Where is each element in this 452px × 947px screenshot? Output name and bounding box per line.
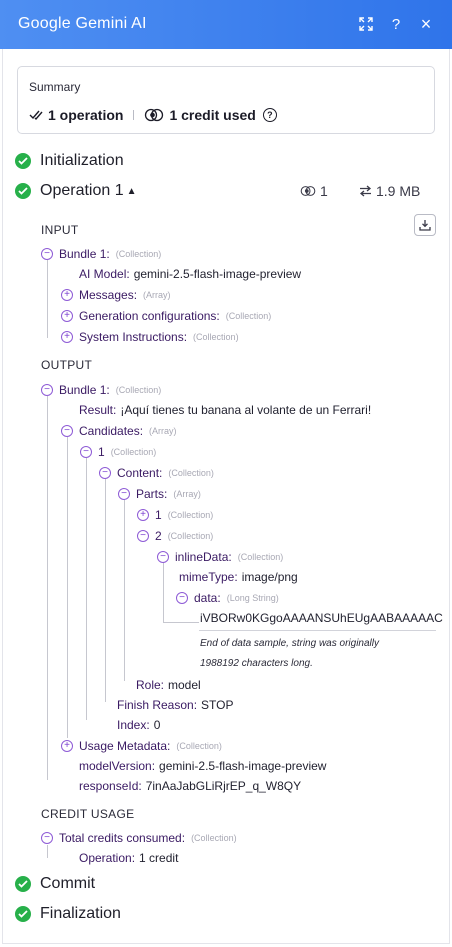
credits-used: 1 credit used bbox=[169, 107, 256, 123]
tree-leaf: Operation:1 credit bbox=[79, 851, 179, 865]
credit-usage-heading: CREDIT USAGE bbox=[41, 807, 135, 821]
stage-operation[interactable]: Operation 1 ▲ bbox=[15, 182, 137, 200]
tree-node[interactable]: − data:(Long String) bbox=[176, 591, 279, 605]
stage-initialization[interactable]: Initialization bbox=[15, 152, 124, 170]
expand-icon[interactable]: + bbox=[137, 509, 149, 521]
tree-node[interactable]: + 1(Collection) bbox=[137, 508, 213, 522]
output-heading: OUTPUT bbox=[41, 358, 93, 372]
summary-card: Summary 1 operation 1 credit used ? bbox=[17, 66, 435, 134]
tree-node[interactable]: − Bundle 1:(Collection) bbox=[41, 383, 161, 397]
collapse-icon[interactable]: − bbox=[137, 530, 149, 542]
tree-node[interactable]: + Usage Metadata:(Collection) bbox=[61, 739, 222, 753]
tree-leaf: Index:0 bbox=[117, 718, 161, 732]
summary-row: 1 operation 1 credit used ? bbox=[29, 107, 277, 123]
stage-label: Commit bbox=[40, 875, 96, 892]
panel-body bbox=[2, 49, 450, 944]
stage-label: Initialization bbox=[40, 152, 124, 169]
close-button[interactable]: × bbox=[420, 13, 432, 34]
input-heading: INPUT bbox=[41, 223, 79, 237]
check-circle-icon bbox=[15, 153, 31, 169]
expand-icon[interactable]: + bbox=[61, 740, 73, 752]
tree-leaf: modelVersion:gemini-2.5-flash-image-prev… bbox=[79, 759, 327, 773]
collapse-icon[interactable]: − bbox=[41, 384, 53, 396]
help-button[interactable]: ? bbox=[391, 15, 401, 33]
double-check-icon bbox=[29, 109, 43, 121]
collapse-icon[interactable]: − bbox=[176, 592, 188, 604]
stage-label: Finalization bbox=[40, 905, 121, 922]
credits-icon bbox=[144, 108, 164, 122]
caret-up-icon[interactable]: ▲ bbox=[126, 185, 137, 197]
tree-node[interactable]: − Total credits consumed:(Collection) bbox=[41, 831, 237, 845]
data-note-line1: End of data sample, string was originall… bbox=[200, 638, 379, 649]
tree-node[interactable]: − 1(Collection) bbox=[80, 445, 156, 459]
info-icon[interactable]: ? bbox=[262, 108, 277, 122]
collapse-icon[interactable]: − bbox=[118, 488, 130, 500]
stage-commit[interactable]: Commit bbox=[15, 875, 95, 893]
tree-leaf: mimeType:image/png bbox=[179, 570, 298, 584]
summary-divider bbox=[133, 110, 135, 120]
operation-credits-value: 1 bbox=[320, 183, 328, 199]
summary-title: Summary bbox=[29, 80, 81, 94]
stage-finalization[interactable]: Finalization bbox=[15, 905, 121, 923]
tree-node[interactable]: + Messages:(Array) bbox=[61, 288, 171, 302]
tree-node[interactable]: − Bundle 1:(Collection) bbox=[41, 247, 161, 261]
collapse-icon[interactable]: − bbox=[99, 467, 111, 479]
collapse-icon[interactable]: − bbox=[80, 446, 92, 458]
transfer-icon bbox=[359, 185, 372, 197]
dialog-header: Google Gemini AI ? × bbox=[0, 0, 452, 49]
tree-node[interactable]: − inlineData:(Collection) bbox=[157, 550, 283, 564]
expand-icon[interactable]: + bbox=[61, 310, 73, 322]
collapse-icon[interactable]: − bbox=[41, 248, 53, 260]
tree-node[interactable]: − Parts:(Array) bbox=[118, 487, 201, 501]
tree-node[interactable]: − 2(Collection) bbox=[137, 529, 213, 543]
expand-icon[interactable]: + bbox=[61, 289, 73, 301]
tree-node[interactable]: + System Instructions:(Collection) bbox=[61, 330, 239, 344]
data-divider bbox=[199, 630, 436, 631]
check-circle-icon bbox=[15, 906, 31, 922]
collapse-icon[interactable]: − bbox=[41, 832, 53, 844]
data-value: iVBORw0KGgoAAAANSUhEUgAABAAAAAC bbox=[200, 611, 443, 625]
tree-node[interactable]: + Generation configurations:(Collection) bbox=[61, 309, 271, 323]
expand-icon bbox=[359, 17, 373, 31]
operation-size-value: 1.9 MB bbox=[376, 183, 421, 199]
dialog-title: Google Gemini AI bbox=[18, 15, 147, 32]
tree-leaf: Result:¡Aquí tienes tu banana al volante… bbox=[79, 403, 372, 417]
check-circle-icon bbox=[15, 876, 31, 892]
credits-icon bbox=[300, 186, 316, 196]
expand-icon[interactable]: + bbox=[61, 331, 73, 343]
check-circle-icon bbox=[15, 183, 31, 199]
operations-count: 1 operation bbox=[48, 107, 124, 123]
stage-label: Operation 1 bbox=[40, 182, 124, 199]
tree-leaf: Finish Reason:STOP bbox=[117, 698, 234, 712]
collapse-icon[interactable]: − bbox=[61, 425, 73, 437]
tree-node[interactable]: − Candidates:(Array) bbox=[61, 424, 177, 438]
tree-leaf: responseId:7inAaJabGLiRjrEP_q_W8QY bbox=[79, 779, 302, 793]
tree-leaf: Role:model bbox=[136, 678, 201, 692]
expand-button[interactable] bbox=[356, 14, 376, 34]
tree-leaf: AI Model:gemini-2.5-flash-image-preview bbox=[79, 267, 302, 281]
data-note-line2: 1988192 characters long. bbox=[200, 658, 313, 669]
operation-size: 1.9 MB bbox=[359, 183, 420, 199]
download-icon bbox=[419, 220, 431, 231]
download-button[interactable] bbox=[414, 214, 436, 236]
tree-node[interactable]: − Content:(Collection) bbox=[99, 466, 214, 480]
collapse-icon[interactable]: − bbox=[157, 551, 169, 563]
operation-credits: 1 bbox=[300, 183, 328, 199]
